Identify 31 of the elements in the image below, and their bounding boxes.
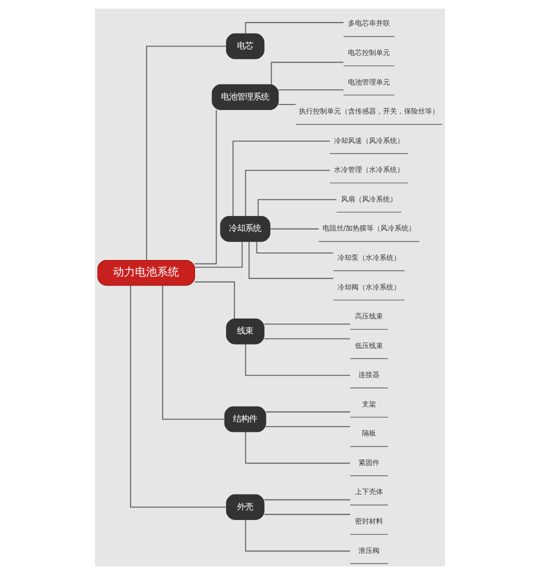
connector — [245, 520, 350, 552]
connector — [194, 281, 235, 319]
connector — [130, 285, 226, 508]
connector — [270, 62, 344, 85]
connector — [245, 432, 350, 464]
connector — [264, 499, 350, 500]
connector — [270, 228, 319, 230]
connector — [232, 140, 330, 216]
connector — [146, 46, 226, 260]
node-box: 线束 — [226, 318, 264, 344]
node-box: 电芯 — [226, 33, 264, 60]
connector — [266, 426, 350, 428]
node-box: 外壳 — [226, 494, 264, 520]
connector — [194, 242, 243, 268]
connector — [245, 344, 350, 376]
connector — [258, 199, 336, 216]
node-box: 结构件 — [224, 406, 266, 432]
connector — [264, 324, 350, 325]
node-box: 电池管理系统 — [212, 84, 279, 110]
connector — [266, 411, 350, 412]
connector — [264, 338, 350, 340]
connector — [194, 110, 217, 264]
connector — [278, 89, 344, 90]
connector — [248, 242, 334, 279]
connector — [264, 514, 350, 515]
connector — [162, 286, 225, 420]
connector — [278, 104, 296, 105]
connector — [256, 242, 334, 254]
node-box: 动力电池系统 — [97, 260, 196, 286]
connector — [245, 170, 330, 216]
node-box: 冷却系统 — [220, 216, 270, 242]
